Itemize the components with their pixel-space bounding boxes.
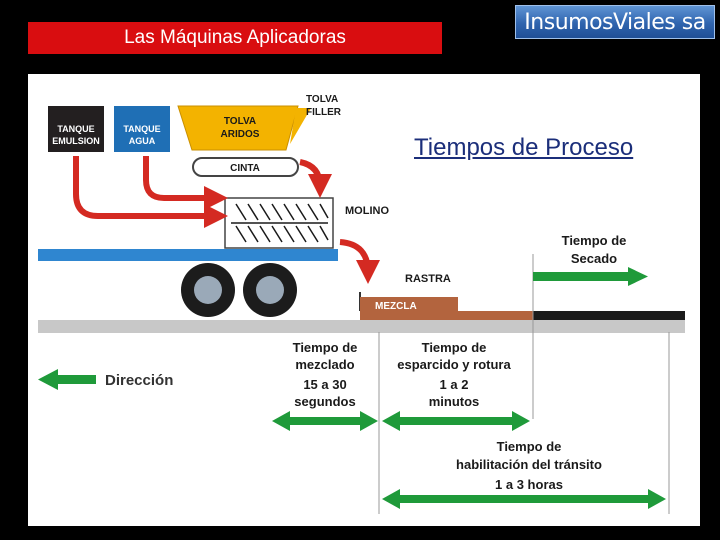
diagram-subtitle-link[interactable]: Tiempos de Proceso [414, 134, 634, 161]
drying-time-label-1: Tiempo de [562, 233, 627, 248]
slide-title: Las Máquinas Aplicadoras [28, 22, 442, 54]
drying-time-label-2: Secado [571, 251, 617, 266]
belt [192, 157, 299, 177]
brand-logo: InsumosViales sa [515, 5, 715, 39]
tank-water [114, 106, 170, 152]
traffic-time-arrow [382, 489, 666, 509]
tank-emulsion-label-1: TANQUE [57, 124, 94, 134]
traffic-time-label-1: Tiempo de [497, 439, 562, 454]
mixing-time-label-1: Tiempo de [293, 340, 358, 355]
hopper-filler [290, 108, 311, 144]
hopper-aggregates-label-2: ARIDOS [221, 129, 260, 140]
hopper-aggregates [177, 105, 299, 151]
diagram-panel: MEZCLA TANQUE EMULSION TANQUE AGUA TOLVA… [28, 74, 700, 526]
hopper-filler-label-2: FILLER [306, 107, 342, 118]
wheel-rear [243, 263, 297, 317]
emulsion-flow-arrow [73, 156, 228, 228]
direction-arrow [38, 369, 96, 390]
spreading-time-arrow [382, 411, 530, 431]
spreading-time-label-1: Tiempo de [422, 340, 487, 355]
mixing-time-arrow [272, 411, 378, 431]
truck-bed [38, 249, 338, 261]
tank-water-label-1: TANQUE [123, 124, 160, 134]
tank-water-label-2: AGUA [129, 136, 156, 146]
hopper-filler-label-1: TOLVA [306, 94, 338, 105]
mill-label: MOLINO [345, 205, 389, 217]
process-diagram: MEZCLA TANQUE EMULSION TANQUE AGUA TOLVA… [38, 94, 685, 514]
mix-layer [360, 311, 533, 320]
mill-blades [231, 203, 329, 243]
road [38, 320, 685, 333]
mixing-time-label-4: segundos [294, 394, 355, 409]
spreading-time-label-2: esparcido y rotura [397, 357, 511, 372]
tank-emulsion [48, 106, 104, 152]
mix-label: MEZCLA [375, 301, 417, 312]
traffic-time-label-3: 1 a 3 horas [495, 477, 563, 492]
spreading-time-label-3: 1 a 2 [440, 377, 469, 392]
mixing-time-label-3: 15 a 30 [303, 377, 346, 392]
direction-label: Dirección [105, 372, 173, 389]
filler-flow-arrow [299, 159, 332, 198]
mix-flow-arrow [339, 239, 380, 284]
road-dark-section [533, 311, 685, 320]
traffic-time-label-2: habilitación del tránsito [456, 457, 602, 472]
spreading-time-label-4: minutos [429, 394, 480, 409]
drying-time-arrow [533, 267, 648, 286]
mixing-time-label-2: mezclado [295, 357, 354, 372]
wheel-front [181, 263, 235, 317]
belt-label: CINTA [230, 163, 260, 174]
hopper-aggregates-label-1: TOLVA [224, 116, 256, 127]
tank-emulsion-label-2: EMULSION [52, 136, 100, 146]
drag-label: RASTRA [405, 273, 451, 285]
water-flow-arrow [143, 156, 228, 210]
